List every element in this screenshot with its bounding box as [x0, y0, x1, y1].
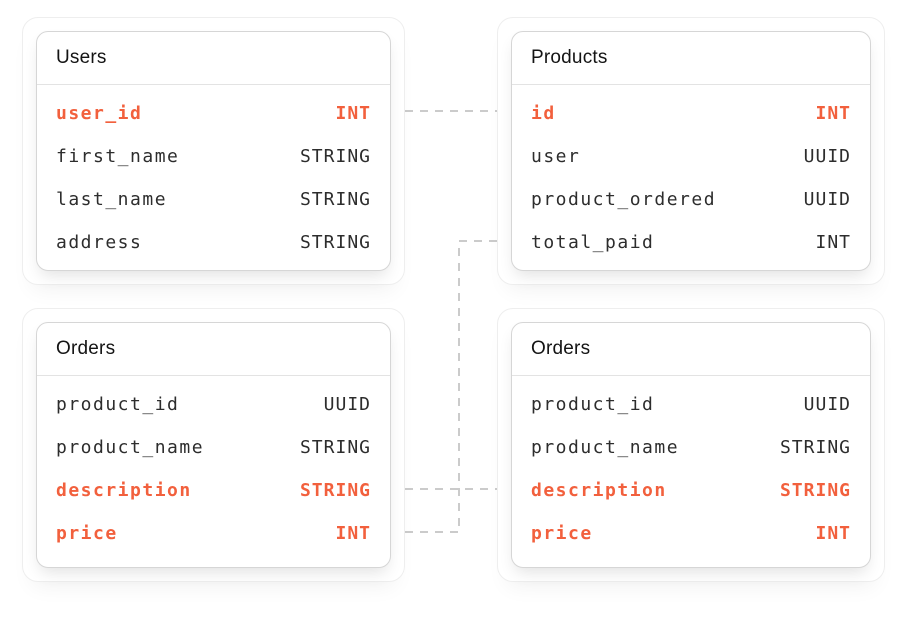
title-divider — [37, 375, 390, 376]
field-row: price INT — [37, 512, 390, 555]
field-list: product_id UUID product_name STRING desc… — [512, 376, 870, 555]
field-name: id — [531, 103, 556, 124]
table-card-users-inner: Users user_id INT first_name STRING last… — [36, 31, 391, 271]
table-card-products[interactable]: Products id INT user UUID product_ordere… — [497, 17, 885, 285]
field-name: product_name — [531, 437, 680, 458]
field-name: product_id — [531, 394, 655, 415]
field-name: first_name — [56, 146, 180, 167]
field-type: INT — [815, 523, 851, 544]
field-type: STRING — [779, 437, 851, 458]
field-row: total_paid INT — [512, 221, 870, 264]
field-type: INT — [815, 103, 851, 124]
field-row: user UUID — [512, 135, 870, 178]
title-divider — [512, 375, 870, 376]
table-card-orders-left-inner: Orders product_id UUID product_name STRI… — [36, 322, 391, 568]
field-type: STRING — [299, 232, 371, 253]
field-list: product_id UUID product_name STRING desc… — [37, 376, 390, 555]
table-title-users: Users — [56, 47, 107, 68]
field-type: INT — [815, 232, 851, 253]
table-card-orders-right-inner: Orders product_id UUID product_name STRI… — [511, 322, 871, 568]
field-row: product_id UUID — [512, 383, 870, 426]
field-type: STRING — [299, 146, 371, 167]
title-divider — [512, 84, 870, 85]
table-title-orders-right: Orders — [531, 338, 591, 359]
field-name: total_paid — [531, 232, 655, 253]
field-name: price — [56, 523, 118, 544]
field-row: last_name STRING — [37, 178, 390, 221]
field-row: product_id UUID — [37, 383, 390, 426]
field-row: first_name STRING — [37, 135, 390, 178]
field-row: user_id INT — [37, 92, 390, 135]
field-list: user_id INT first_name STRING last_name … — [37, 85, 390, 264]
field-name: product_ordered — [531, 189, 717, 210]
table-card-products-inner: Products id INT user UUID product_ordere… — [511, 31, 871, 271]
table-card-orders-left[interactable]: Orders product_id UUID product_name STRI… — [22, 308, 405, 582]
field-name: description — [531, 480, 667, 501]
field-name: user_id — [56, 103, 143, 124]
field-list: id INT user UUID product_ordered UUID to… — [512, 85, 870, 264]
field-type: STRING — [299, 480, 371, 501]
field-name: price — [531, 523, 593, 544]
field-name: address — [56, 232, 143, 253]
table-card-orders-right[interactable]: Orders product_id UUID product_name STRI… — [497, 308, 885, 582]
field-name: product_name — [56, 437, 205, 458]
field-row: description STRING — [512, 469, 870, 512]
field-row: product_name STRING — [512, 426, 870, 469]
title-divider — [37, 84, 390, 85]
connector-ordersprice-to-totalpaid — [405, 240, 497, 533]
field-row: product_name STRING — [37, 426, 390, 469]
field-row: id INT — [512, 92, 870, 135]
field-name: description — [56, 480, 192, 501]
field-name: user — [531, 146, 581, 167]
field-row: product_ordered UUID — [512, 178, 870, 221]
field-type: UUID — [803, 394, 851, 415]
field-type: UUID — [323, 394, 371, 415]
field-row: description STRING — [37, 469, 390, 512]
field-name: last_name — [56, 189, 168, 210]
field-type: UUID — [803, 189, 851, 210]
field-type: INT — [335, 103, 371, 124]
table-title-orders-left: Orders — [56, 338, 116, 359]
field-row: price INT — [512, 512, 870, 555]
field-type: UUID — [803, 146, 851, 167]
field-type: STRING — [299, 437, 371, 458]
field-type: INT — [335, 523, 371, 544]
table-title-products: Products — [531, 47, 608, 68]
field-type: STRING — [299, 189, 371, 210]
table-card-users[interactable]: Users user_id INT first_name STRING last… — [22, 17, 405, 285]
field-name: product_id — [56, 394, 180, 415]
field-type: STRING — [779, 480, 851, 501]
field-row: address STRING — [37, 221, 390, 264]
